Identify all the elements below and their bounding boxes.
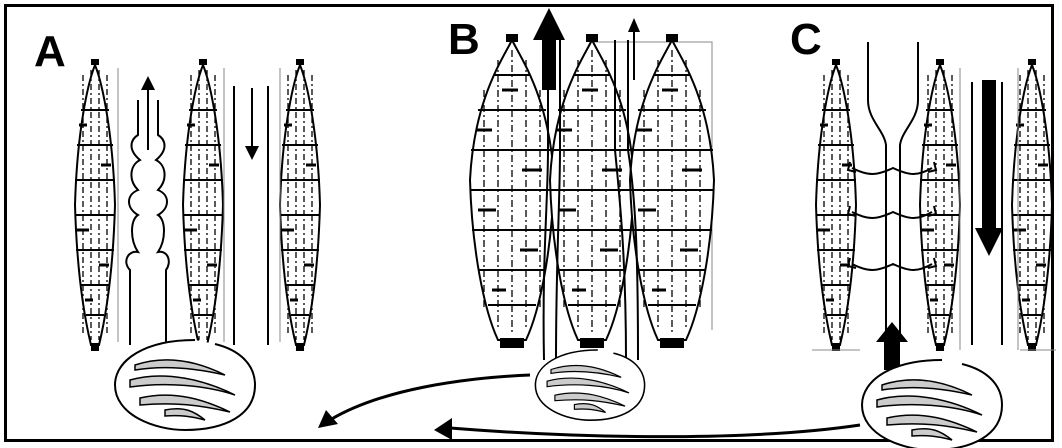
muscle-a-middle [183, 59, 223, 351]
muscle-a-left [75, 59, 115, 351]
muscle-b-middle [550, 34, 634, 348]
muscle-a-right [280, 59, 320, 351]
panel-c [812, 42, 1056, 448]
muscle-b-right [630, 34, 714, 348]
muscle-b-left [470, 34, 554, 348]
outflow-curve-b [330, 375, 530, 420]
panel-label-b: B [448, 15, 480, 64]
panel-label-c: C [790, 15, 822, 64]
outflow-curve-c [450, 425, 860, 437]
panel-a [75, 59, 320, 430]
panel-b [470, 8, 714, 420]
muscle-c-middle [920, 59, 960, 351]
panel-label-a: A [34, 27, 66, 76]
gland-a [115, 340, 255, 430]
gland-c [862, 360, 1002, 448]
gland-b [535, 350, 644, 420]
muscle-c-left [816, 59, 856, 351]
